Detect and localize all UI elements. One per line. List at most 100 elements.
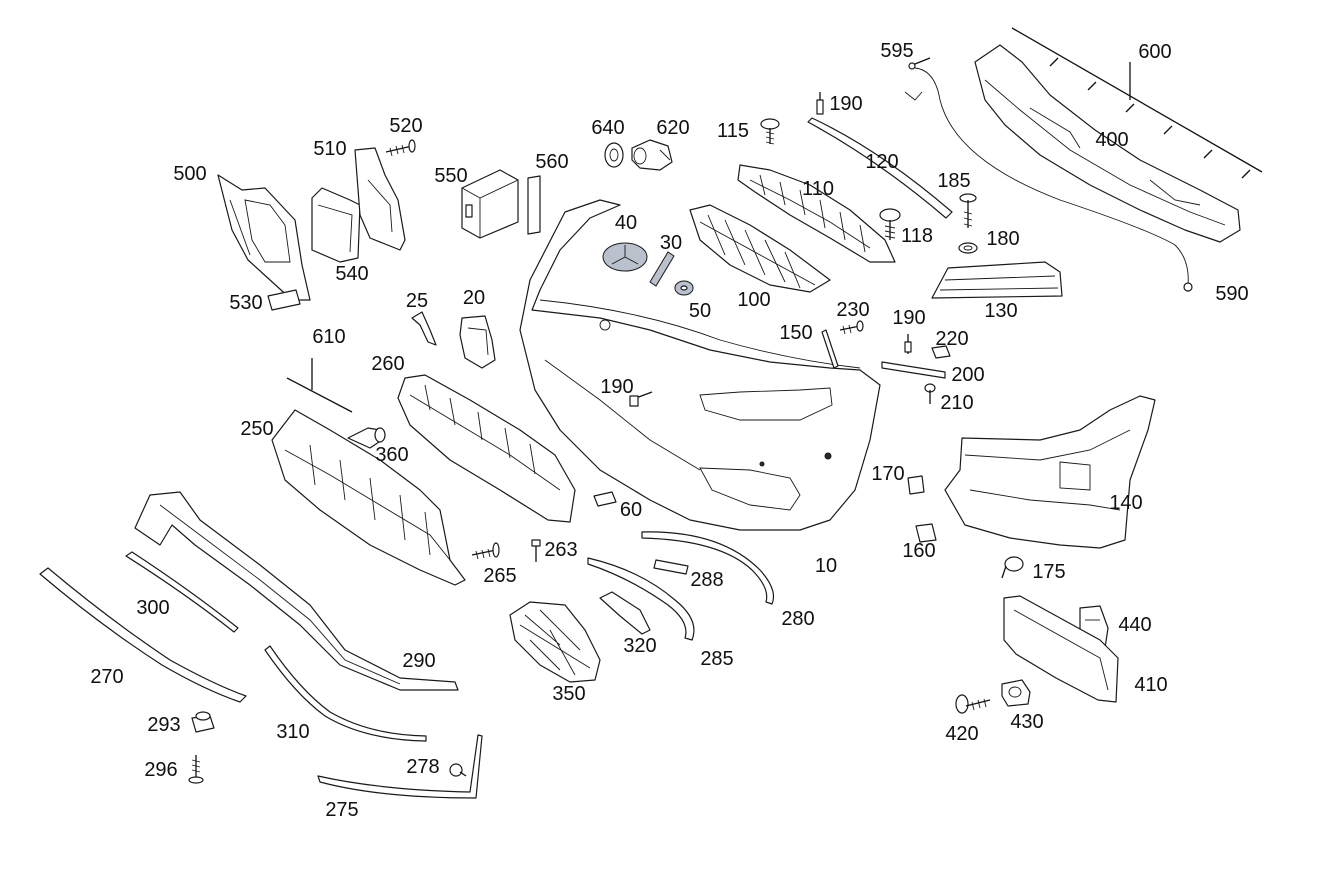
callout-280: 280 [781, 608, 815, 630]
callout-278: 278 [406, 756, 440, 778]
callout-275: 275 [325, 799, 359, 821]
part-260-bracket [397, 374, 576, 523]
callout-270: 270 [90, 666, 124, 688]
callout-210: 210 [940, 392, 974, 414]
callout-620: 620 [656, 117, 690, 139]
callout-360: 360 [375, 444, 409, 466]
part-140-bracket [944, 395, 1156, 549]
callout-260: 260 [371, 353, 405, 375]
callout-560: 560 [535, 151, 569, 173]
part-275-bar [317, 734, 483, 799]
part-285-trim [587, 557, 695, 641]
part-120-strip [807, 117, 953, 219]
part-118-screw [879, 208, 901, 240]
part-200-bracket [881, 361, 946, 379]
part-560-bracket [527, 175, 541, 235]
part-180-grommet [958, 242, 978, 254]
part-360-sensor [347, 427, 386, 449]
callout-440: 440 [1118, 614, 1152, 636]
callout-420: 420 [945, 723, 979, 745]
part-270-trim [39, 567, 247, 703]
callout-296: 296 [144, 759, 178, 781]
part-300-strip [125, 551, 239, 633]
part-100-grille [689, 204, 831, 293]
part-220-clip [931, 345, 951, 359]
callout-610: 610 [312, 326, 346, 348]
part-175-nut [1001, 556, 1024, 579]
callout-595: 595 [880, 40, 914, 62]
callout-540: 540 [335, 263, 369, 285]
callout-520: 520 [389, 115, 423, 137]
part-40-emblem [602, 242, 648, 272]
callout-265: 265 [483, 565, 517, 587]
callout-118: 118 [901, 225, 933, 247]
callout-175: 175 [1032, 561, 1066, 583]
callout-10: 10 [814, 555, 838, 577]
callout-185: 185 [937, 170, 971, 192]
part-130-light [931, 261, 1063, 299]
callout-150: 150 [779, 322, 813, 344]
callout-230: 230 [836, 299, 870, 321]
callout-160: 160 [902, 540, 936, 562]
part-288-insert [653, 559, 689, 575]
callout-320: 320 [623, 635, 657, 657]
callout-600: 600 [1138, 41, 1172, 63]
callout-640: 640 [591, 117, 625, 139]
callout-263: 263 [544, 539, 578, 561]
callout-110: 110 [802, 178, 834, 200]
part-430-nut [1001, 679, 1031, 707]
part-310-strip [264, 645, 427, 742]
callout-220: 220 [935, 328, 969, 350]
callout-310: 310 [276, 721, 310, 743]
callout-130: 130 [984, 300, 1018, 322]
callout-250: 250 [240, 418, 274, 440]
callout-60: 60 [619, 499, 643, 521]
part-263-rivet [531, 539, 541, 562]
callout-400: 400 [1095, 129, 1129, 151]
callout-115: 115 [717, 120, 749, 142]
part-20-bracket [459, 315, 496, 369]
callout-290: 290 [402, 650, 436, 672]
part-640-ring [604, 142, 624, 168]
part-10-bumper [519, 199, 881, 531]
part-540-unit [311, 187, 361, 263]
part-50-disc [674, 280, 694, 296]
part-250-grille [271, 409, 466, 586]
part-293-nut [191, 711, 215, 733]
part-190-clip-mid [904, 334, 912, 354]
callout-25: 25 [405, 290, 429, 312]
part-185-bolt [959, 193, 977, 228]
callout-200: 200 [951, 364, 985, 386]
callout-40: 40 [614, 212, 638, 234]
part-400-absorber [974, 44, 1241, 243]
part-520-bolt [385, 139, 416, 157]
part-190-clip-top [816, 92, 824, 115]
callout-30: 30 [659, 232, 683, 254]
part-190-clip-low [629, 391, 653, 407]
part-30-holder [649, 251, 675, 287]
callout-50: 50 [688, 300, 712, 322]
part-265-screw [471, 542, 500, 560]
part-170-clip [907, 475, 925, 495]
part-595-pin [908, 57, 931, 70]
callout-180: 180 [986, 228, 1020, 250]
callout-170: 170 [871, 463, 905, 485]
callout-350: 350 [552, 683, 586, 705]
callout-120: 120 [865, 151, 899, 173]
part-320-bracket [599, 591, 651, 635]
callout-500: 500 [173, 163, 207, 185]
part-550-box [461, 169, 519, 239]
part-280-trim [641, 531, 775, 605]
callout-285: 285 [700, 648, 734, 670]
callout-590: 590 [1215, 283, 1249, 305]
callout-530: 530 [229, 292, 263, 314]
callout-190-top: 190 [829, 93, 863, 115]
part-620-sensor [631, 139, 673, 171]
callout-288: 288 [690, 569, 724, 591]
part-150-rod [821, 329, 839, 369]
part-160-clip [915, 523, 937, 543]
callout-550: 550 [434, 165, 468, 187]
callout-300: 300 [136, 597, 170, 619]
part-278-fastener [449, 763, 467, 777]
